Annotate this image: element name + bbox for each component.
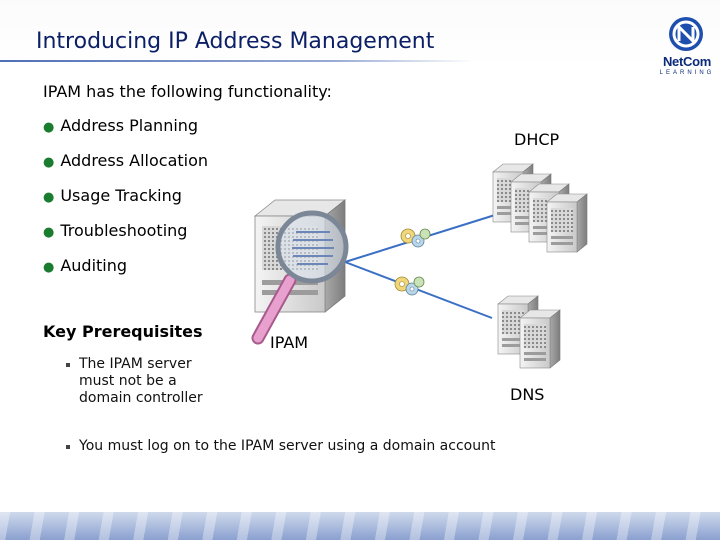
dhcp-label: DHCP <box>514 130 560 149</box>
footer-decoration <box>0 512 720 540</box>
logo-wordmark: NetCom <box>662 54 712 69</box>
square-bullet-icon <box>66 363 70 367</box>
list-item: ● Usage Tracking <box>43 185 208 220</box>
bullet-icon: ● <box>43 260 55 275</box>
list-item: ● Auditing <box>43 255 208 290</box>
prerequisite-text: The IPAM server must not be a domain con… <box>79 356 203 406</box>
bullet-icon: ● <box>43 155 55 170</box>
ipam-label: IPAM <box>270 333 309 352</box>
title-underline <box>0 60 475 62</box>
list-item: ● Troubleshooting <box>43 220 208 255</box>
list-item-label: Address Planning <box>60 116 199 135</box>
dhcp-server-icon <box>492 163 588 253</box>
logo-tagline: LEARNING <box>659 70 715 76</box>
title-bar <box>0 0 720 66</box>
magnifier-icon <box>251 210 349 345</box>
dns-server-icon <box>497 295 561 369</box>
prerequisites-heading: Key Prerequisites <box>43 322 203 341</box>
prerequisite-item: You must log on to the IPAM server using… <box>66 438 496 455</box>
list-item-label: Auditing <box>60 256 128 275</box>
list-item: ● Address Allocation <box>43 150 208 185</box>
intro-text: IPAM has the following functionality: <box>43 82 332 101</box>
prerequisite-item: The IPAM server must not be a domain con… <box>66 356 229 407</box>
list-item: ● Address Planning <box>43 115 208 150</box>
packet-gear-icon <box>400 228 431 248</box>
list-item-label: Troubleshooting <box>60 221 188 240</box>
bullet-icon: ● <box>43 225 55 240</box>
list-item-label: Address Allocation <box>60 151 209 170</box>
square-bullet-icon <box>66 445 70 449</box>
bullet-icon: ● <box>43 190 55 205</box>
dns-label: DNS <box>510 385 545 404</box>
prerequisite-text: You must log on to the IPAM server using… <box>79 438 496 454</box>
functionality-list: ● Address Planning ● Address Allocation ● U… <box>43 115 208 290</box>
footer-band <box>0 512 720 540</box>
bullet-icon: ● <box>43 120 55 135</box>
slide-title: Introducing IP Address Management <box>36 29 435 54</box>
packet-gear-icon <box>394 276 425 296</box>
list-item-label: Usage Tracking <box>60 186 182 205</box>
netcom-logo-icon <box>669 17 703 51</box>
connection-line <box>344 261 493 319</box>
